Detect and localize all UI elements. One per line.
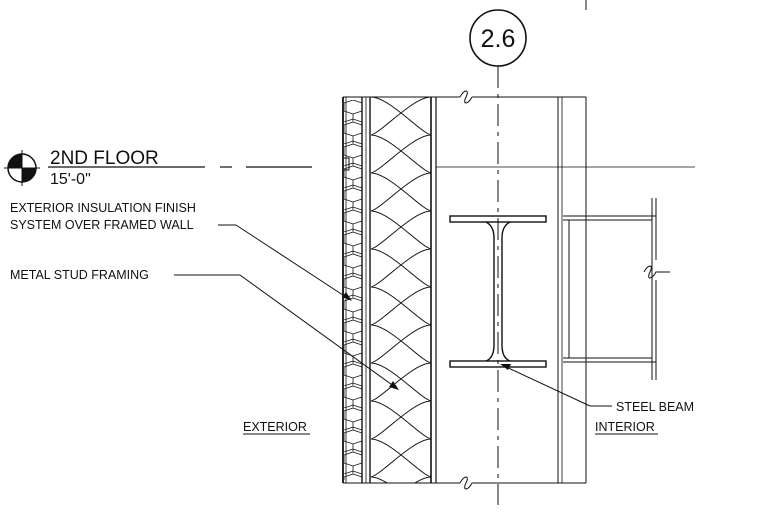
callout-metal-stud: METAL STUD FRAMING: [10, 268, 149, 282]
level-marker-fill-tl: [8, 154, 22, 168]
beam-top-flange: [449, 215, 547, 223]
connection-member: [563, 198, 670, 380]
leader-eifs-diag: [235, 224, 350, 300]
insulation-batts: [371, 97, 431, 483]
callout-steel-beam: STEEL BEAM: [616, 400, 694, 414]
beam-web-left: [485, 221, 495, 362]
callout-eifs-line2: SYSTEM OVER FRAMED WALL: [10, 218, 194, 232]
leader-stud-diag: [239, 274, 396, 388]
beam-bottom-flange: [449, 360, 547, 368]
level-marker: 2ND FLOOR 15'-0": [4, 148, 159, 188]
break-symbol-top: [459, 90, 473, 104]
wall-notch: [343, 157, 350, 171]
conn-break-symbol: [643, 265, 670, 279]
break-symbol-bottom: [459, 476, 473, 490]
level-name: 2ND FLOOR: [50, 148, 159, 169]
level-marker-fill-br: [22, 168, 36, 182]
level-elevation: 15'-0": [50, 171, 91, 188]
grid-bubble: 2.6: [469, 9, 527, 67]
leader-eifs-arrow: [342, 292, 352, 301]
zone-exterior-label: EXTERIOR: [243, 420, 307, 434]
leader-beam-diag: [503, 365, 591, 407]
beam-web-right: [501, 221, 511, 362]
leader-beam-arrow: [500, 364, 511, 370]
grid-bubble-label: 2.6: [481, 25, 516, 53]
callout-eifs-line1: EXTERIOR INSULATION FINISH: [10, 201, 196, 215]
zone-interior-label: INTERIOR: [595, 420, 655, 434]
leader-stud-arrow: [389, 381, 399, 390]
eifs-hatch: [344, 100, 362, 480]
steel-beam-section: [449, 215, 547, 368]
